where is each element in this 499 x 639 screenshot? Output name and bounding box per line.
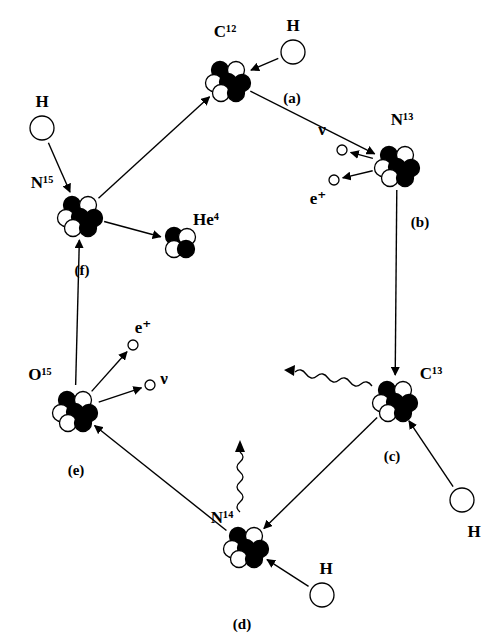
gamma-ray (295, 370, 372, 386)
symbol-label: C¹² (214, 22, 236, 42)
symbol-label: ν (318, 120, 326, 140)
reaction-arrow (95, 426, 227, 531)
nucleus: C¹³ (373, 378, 417, 422)
particle-circle (310, 583, 334, 607)
nucleus-shape (206, 58, 250, 102)
step-label: (e) (68, 462, 85, 479)
nucleus: O¹⁵ (53, 388, 97, 432)
particle-circle (30, 116, 54, 140)
symbol-label: C¹³ (420, 364, 442, 384)
symbol-label: H (35, 92, 48, 112)
nucleus-shape (375, 143, 419, 187)
reaction-arrow (99, 388, 142, 402)
step-label: (b) (411, 214, 429, 231)
reaction-arrow (343, 171, 373, 178)
particle: e⁺ (328, 174, 340, 186)
hydrogen-nucleus-shape (309, 582, 335, 608)
nucleus: N¹⁴ (224, 524, 268, 568)
reaction-arrow (98, 97, 209, 198)
particle-shape (336, 144, 348, 156)
reaction-arrow (92, 352, 127, 392)
nucleon (246, 551, 263, 568)
reaction-arrow (264, 417, 377, 528)
symbol-label: e⁺ (310, 188, 327, 209)
particle-circle (128, 340, 138, 350)
particle-circle (281, 40, 305, 64)
step-label: (d) (233, 616, 251, 633)
hydrogen-nucleus: H (29, 115, 55, 141)
particle-shape (127, 339, 139, 351)
reaction-arrow (409, 421, 453, 487)
particle: e⁺ (127, 339, 139, 351)
nucleus: N¹³ (375, 143, 419, 187)
nucleon (395, 405, 412, 422)
nucleus-shape (224, 524, 268, 568)
helium-nucleus: He⁴ (163, 225, 197, 259)
hydrogen-nucleus: H (449, 487, 475, 513)
nucleon (397, 170, 414, 187)
nucleus-shape (58, 193, 102, 237)
nucleus-shape (373, 378, 417, 422)
symbol-label: He⁴ (193, 210, 219, 230)
helium-nucleus-shape (163, 225, 197, 259)
reaction-arrow (267, 560, 309, 587)
step-label: (f) (75, 262, 90, 279)
particle-circle (145, 380, 155, 390)
particle-shape (144, 379, 156, 391)
symbol-label: O¹⁵ (28, 365, 51, 385)
symbol-label: N¹³ (391, 110, 413, 130)
step-label: (a) (283, 90, 301, 107)
hydrogen-nucleus-shape (280, 39, 306, 65)
particle: ν (144, 379, 156, 391)
step-label: (c) (384, 448, 401, 465)
hydrogen-nucleus-shape (449, 487, 475, 513)
reaction-arrow (250, 91, 374, 154)
reaction-arrow (104, 222, 161, 237)
particle: ν (336, 144, 348, 156)
nucleus: N¹⁵ (58, 193, 102, 237)
hydrogen-nucleus-shape (29, 115, 55, 141)
nucleon (178, 241, 195, 258)
symbol-label: H (286, 16, 299, 36)
gamma-ray-head (235, 440, 245, 452)
nucleon (80, 220, 97, 237)
gamma-ray (237, 452, 243, 512)
symbol-label: e⁺ (135, 317, 152, 338)
connector-group (48, 58, 453, 586)
nucleon (228, 85, 245, 102)
nucleon (75, 415, 92, 432)
hydrogen-nucleus: H (280, 39, 306, 65)
symbol-label: N¹⁵ (31, 173, 53, 193)
symbol-label: ν (160, 369, 168, 389)
nucleus-shape (53, 388, 97, 432)
particle-circle (450, 488, 474, 512)
nucleus: C¹² (206, 58, 250, 102)
reaction-arrow (395, 190, 397, 375)
symbol-label: H (319, 559, 332, 579)
particle-circle (329, 175, 339, 185)
reaction-arrow (251, 58, 278, 70)
particle-shape (328, 174, 340, 186)
symbol-label: H (467, 522, 480, 542)
hydrogen-nucleus: H (309, 582, 335, 608)
symbol-label: N¹⁴ (211, 508, 233, 528)
reaction-arrow (351, 152, 373, 158)
gamma-ray-head (284, 365, 295, 376)
particle-circle (337, 145, 347, 155)
